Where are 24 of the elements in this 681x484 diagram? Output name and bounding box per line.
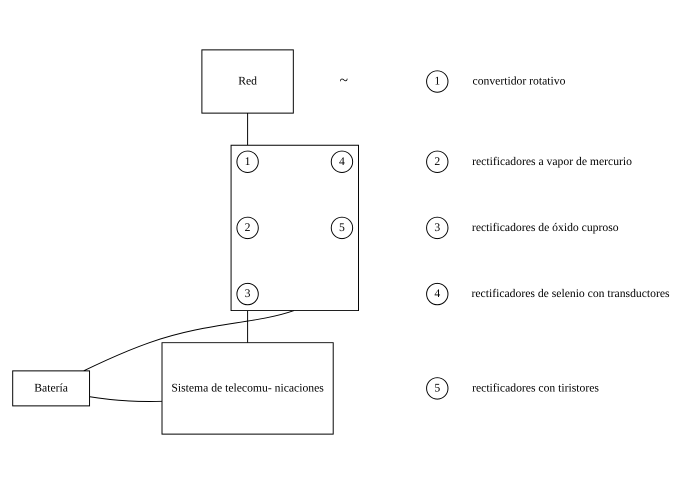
label: ~	[340, 72, 348, 90]
node-circle: 1	[426, 70, 448, 93]
node-circle: 2	[236, 216, 259, 240]
node-circle: 4	[330, 150, 354, 173]
node-label: rectificadores de selenio con transductores	[472, 287, 670, 300]
node-label: rectificadores con tiristores	[472, 381, 599, 394]
connector	[83, 310, 294, 372]
cluster	[230, 144, 359, 312]
node-box: Red	[201, 49, 294, 114]
node-circle: 4	[426, 282, 448, 306]
node-label: convertidor rotativo	[472, 74, 566, 88]
node-circle: 5	[330, 216, 354, 240]
node-circle: 5	[426, 377, 448, 400]
connector	[89, 396, 162, 402]
node-circle: 3	[426, 216, 448, 240]
connector	[247, 310, 248, 343]
node-label: rectificadores de óxido cuproso	[472, 220, 619, 234]
node-label: rectificadores a vapor de mercurio	[472, 154, 632, 168]
node-box: Sistema de telecomu- nicaciones	[162, 342, 334, 435]
connector	[247, 112, 248, 146]
node-circle: 2	[426, 150, 448, 173]
node-circle: 1	[236, 150, 259, 173]
node-circle: 3	[236, 282, 259, 306]
node-box: Batería	[12, 370, 90, 406]
